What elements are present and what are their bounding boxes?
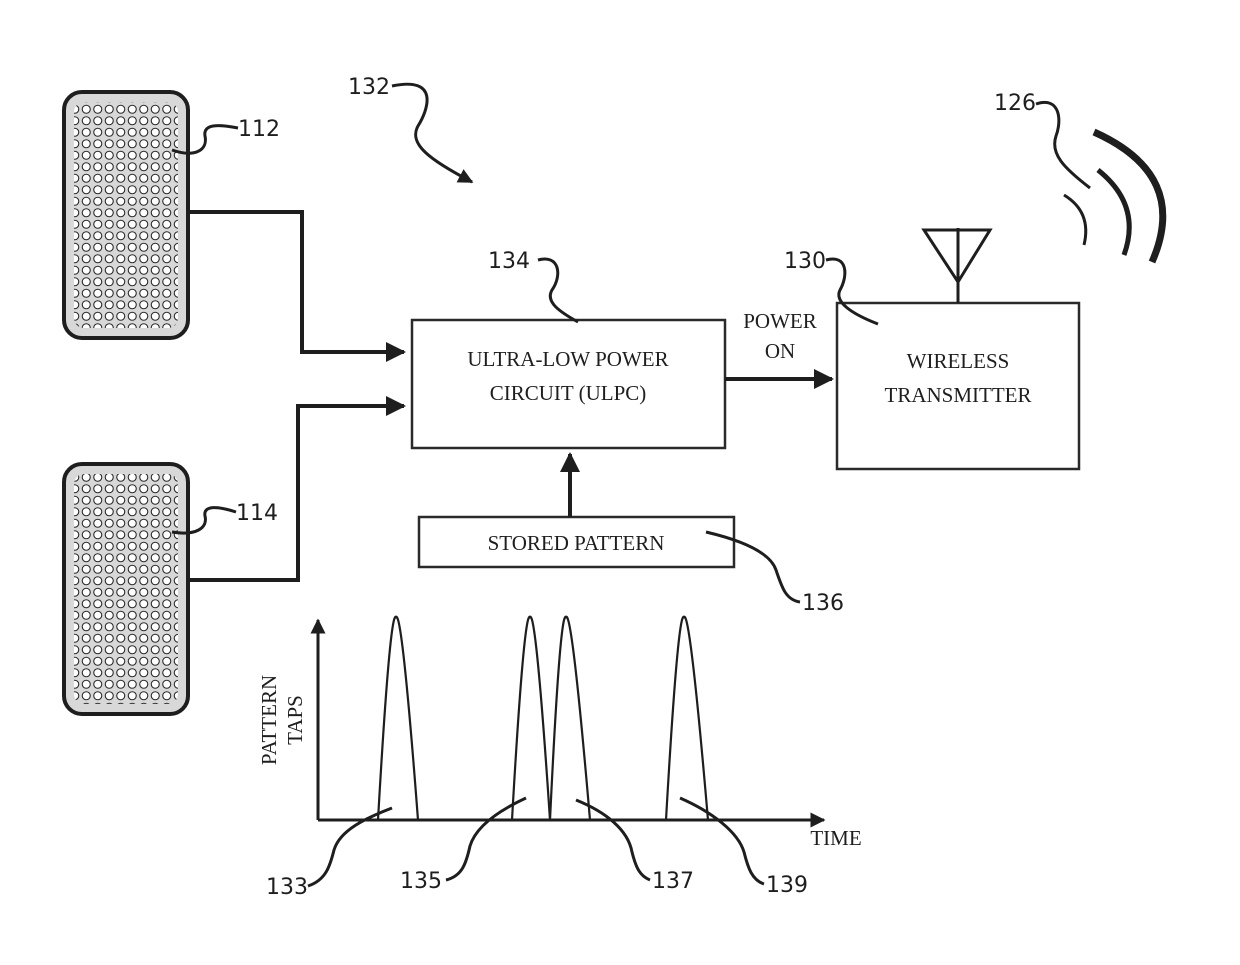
wire-112-to-ulpc bbox=[188, 212, 404, 352]
x-axis-label: TIME bbox=[810, 826, 861, 850]
ref-130: 130 bbox=[784, 249, 826, 274]
tap-pulse-1 bbox=[378, 617, 418, 820]
antenna-icon bbox=[924, 228, 990, 303]
ref-137: 137 bbox=[652, 869, 694, 894]
ref-114: 114 bbox=[236, 501, 278, 526]
sensor-pad-112 bbox=[64, 92, 188, 338]
tap-pulse-3 bbox=[550, 617, 590, 820]
sensor-pad-114 bbox=[64, 464, 188, 714]
reference-leaders bbox=[172, 84, 1090, 886]
ref-134: 134 bbox=[488, 249, 530, 274]
y-axis-label-line1: PATTERN bbox=[257, 675, 281, 765]
tap-pulse-4 bbox=[666, 617, 708, 820]
wire-114-to-ulpc bbox=[188, 406, 404, 580]
ref-132: 132 bbox=[348, 75, 390, 100]
stored-pattern-box: STORED PATTERN bbox=[419, 517, 734, 567]
tap-pulse-2 bbox=[512, 617, 550, 820]
ref-135: 135 bbox=[400, 869, 442, 894]
ref-133: 133 bbox=[266, 875, 308, 900]
ref-139: 139 bbox=[766, 873, 808, 898]
power-on-label-line2: ON bbox=[765, 339, 795, 363]
transmitter-label-line1: WIRELESS bbox=[907, 349, 1010, 373]
ulpc-label-line1: ULTRA-LOW POWER bbox=[467, 347, 668, 371]
ref-112: 112 bbox=[238, 117, 280, 142]
wireless-transmitter-box: WIRELESS TRANSMITTER bbox=[837, 303, 1079, 469]
ref-126: 126 bbox=[994, 91, 1036, 116]
power-on-label-line1: POWER bbox=[743, 309, 817, 333]
radio-waves-icon bbox=[1064, 132, 1163, 262]
transmitter-label-line2: TRANSMITTER bbox=[885, 383, 1032, 407]
tap-pattern-chart: PATTERN TAPS TIME bbox=[257, 617, 862, 850]
ulpc-box: ULTRA-LOW POWER CIRCUIT (ULPC) bbox=[412, 320, 725, 448]
ulpc-label-line2: CIRCUIT (ULPC) bbox=[490, 381, 647, 405]
stored-pattern-label: STORED PATTERN bbox=[488, 531, 665, 555]
y-axis-label-line2: TAPS bbox=[283, 695, 307, 745]
ref-136: 136 bbox=[802, 591, 844, 616]
